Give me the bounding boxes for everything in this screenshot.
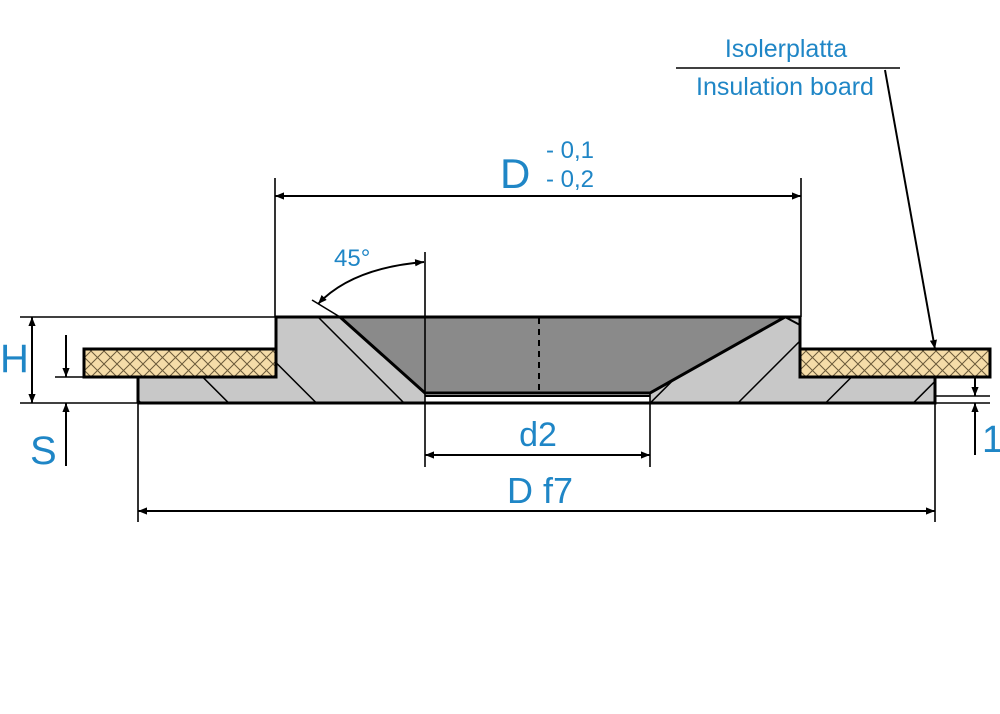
D-tolerance-lower: - 0,2 <box>546 166 594 193</box>
insulation-board-right <box>798 347 992 379</box>
steel-body-left <box>138 317 425 403</box>
chamfer-edge <box>784 316 801 326</box>
insulation-board-left <box>82 347 278 379</box>
angle-extension-slope <box>311 299 341 318</box>
insulation-label-en: Insulation board <box>696 73 874 101</box>
angle-arc <box>317 259 425 305</box>
S-label: S <box>30 429 57 473</box>
D-tolerance-upper: - 0,1 <box>546 137 594 164</box>
Df7-label: D f7 <box>507 470 573 511</box>
H-label: H <box>0 337 29 381</box>
insulation-label-sv: Isolerplatta <box>725 35 847 63</box>
d2-label: d2 <box>519 416 557 454</box>
body-outline <box>136 315 937 405</box>
D-label: D <box>500 150 530 197</box>
angle-label: 45° <box>334 245 370 272</box>
callout-leader <box>884 69 937 350</box>
one-label: 1 <box>982 419 1000 461</box>
steel-body-right <box>650 317 935 403</box>
